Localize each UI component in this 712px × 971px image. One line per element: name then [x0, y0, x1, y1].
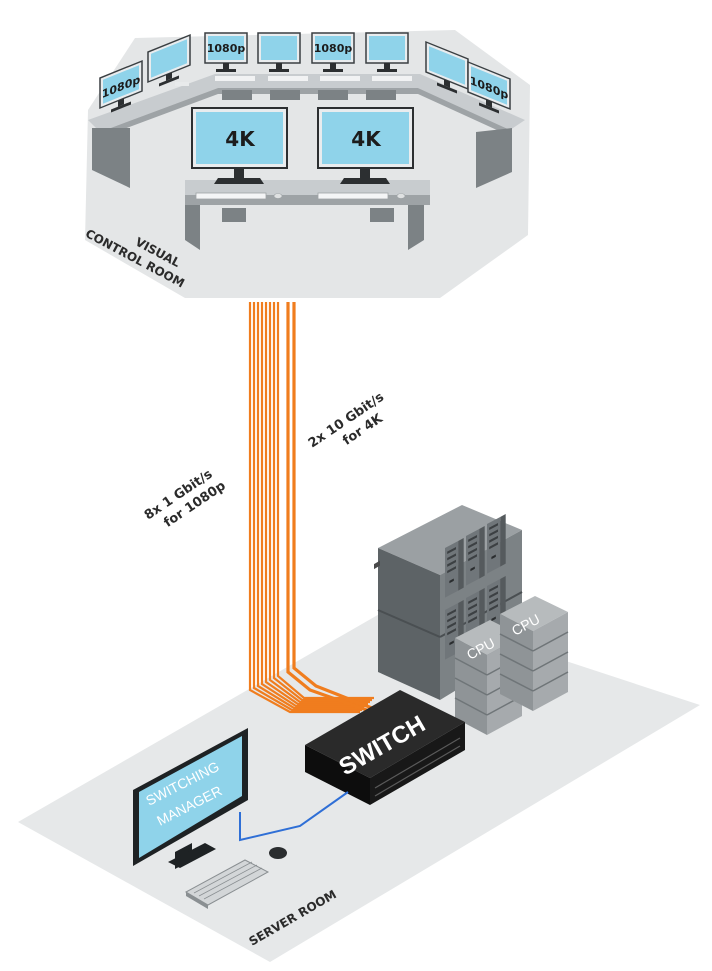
- manager-link-cable: [239, 791, 349, 842]
- monitor-1080p-5: 1080p: [311, 32, 355, 73]
- network-switch: SWITCH: [305, 560, 465, 805]
- monitor-1080p-label: 1080p: [314, 42, 353, 55]
- monitor-1080p-3: 1080p: [204, 32, 248, 73]
- keyboard: [184, 859, 270, 909]
- control-room: 1080p 1080p 1080p 1080p: [83, 30, 530, 298]
- monitor-4k-left: 4K: [191, 107, 288, 184]
- cpu-stack-right: CPU: [499, 596, 569, 711]
- monitor-1080p-label: 1080p: [207, 42, 246, 55]
- monitor-4k-label: 4K: [225, 127, 256, 151]
- back-desk: [88, 74, 525, 188]
- cable-bundle: [248, 302, 383, 716]
- mouse: [269, 847, 287, 859]
- cable-1080p-label: 8x 1 Gbit/s for 1080p: [142, 467, 229, 531]
- cable-4k-label: 2x 10 Gbit/s for 4K: [306, 390, 387, 452]
- monitor-4k-right: 4K: [317, 107, 414, 184]
- monitor-4k-label: 4K: [351, 127, 382, 151]
